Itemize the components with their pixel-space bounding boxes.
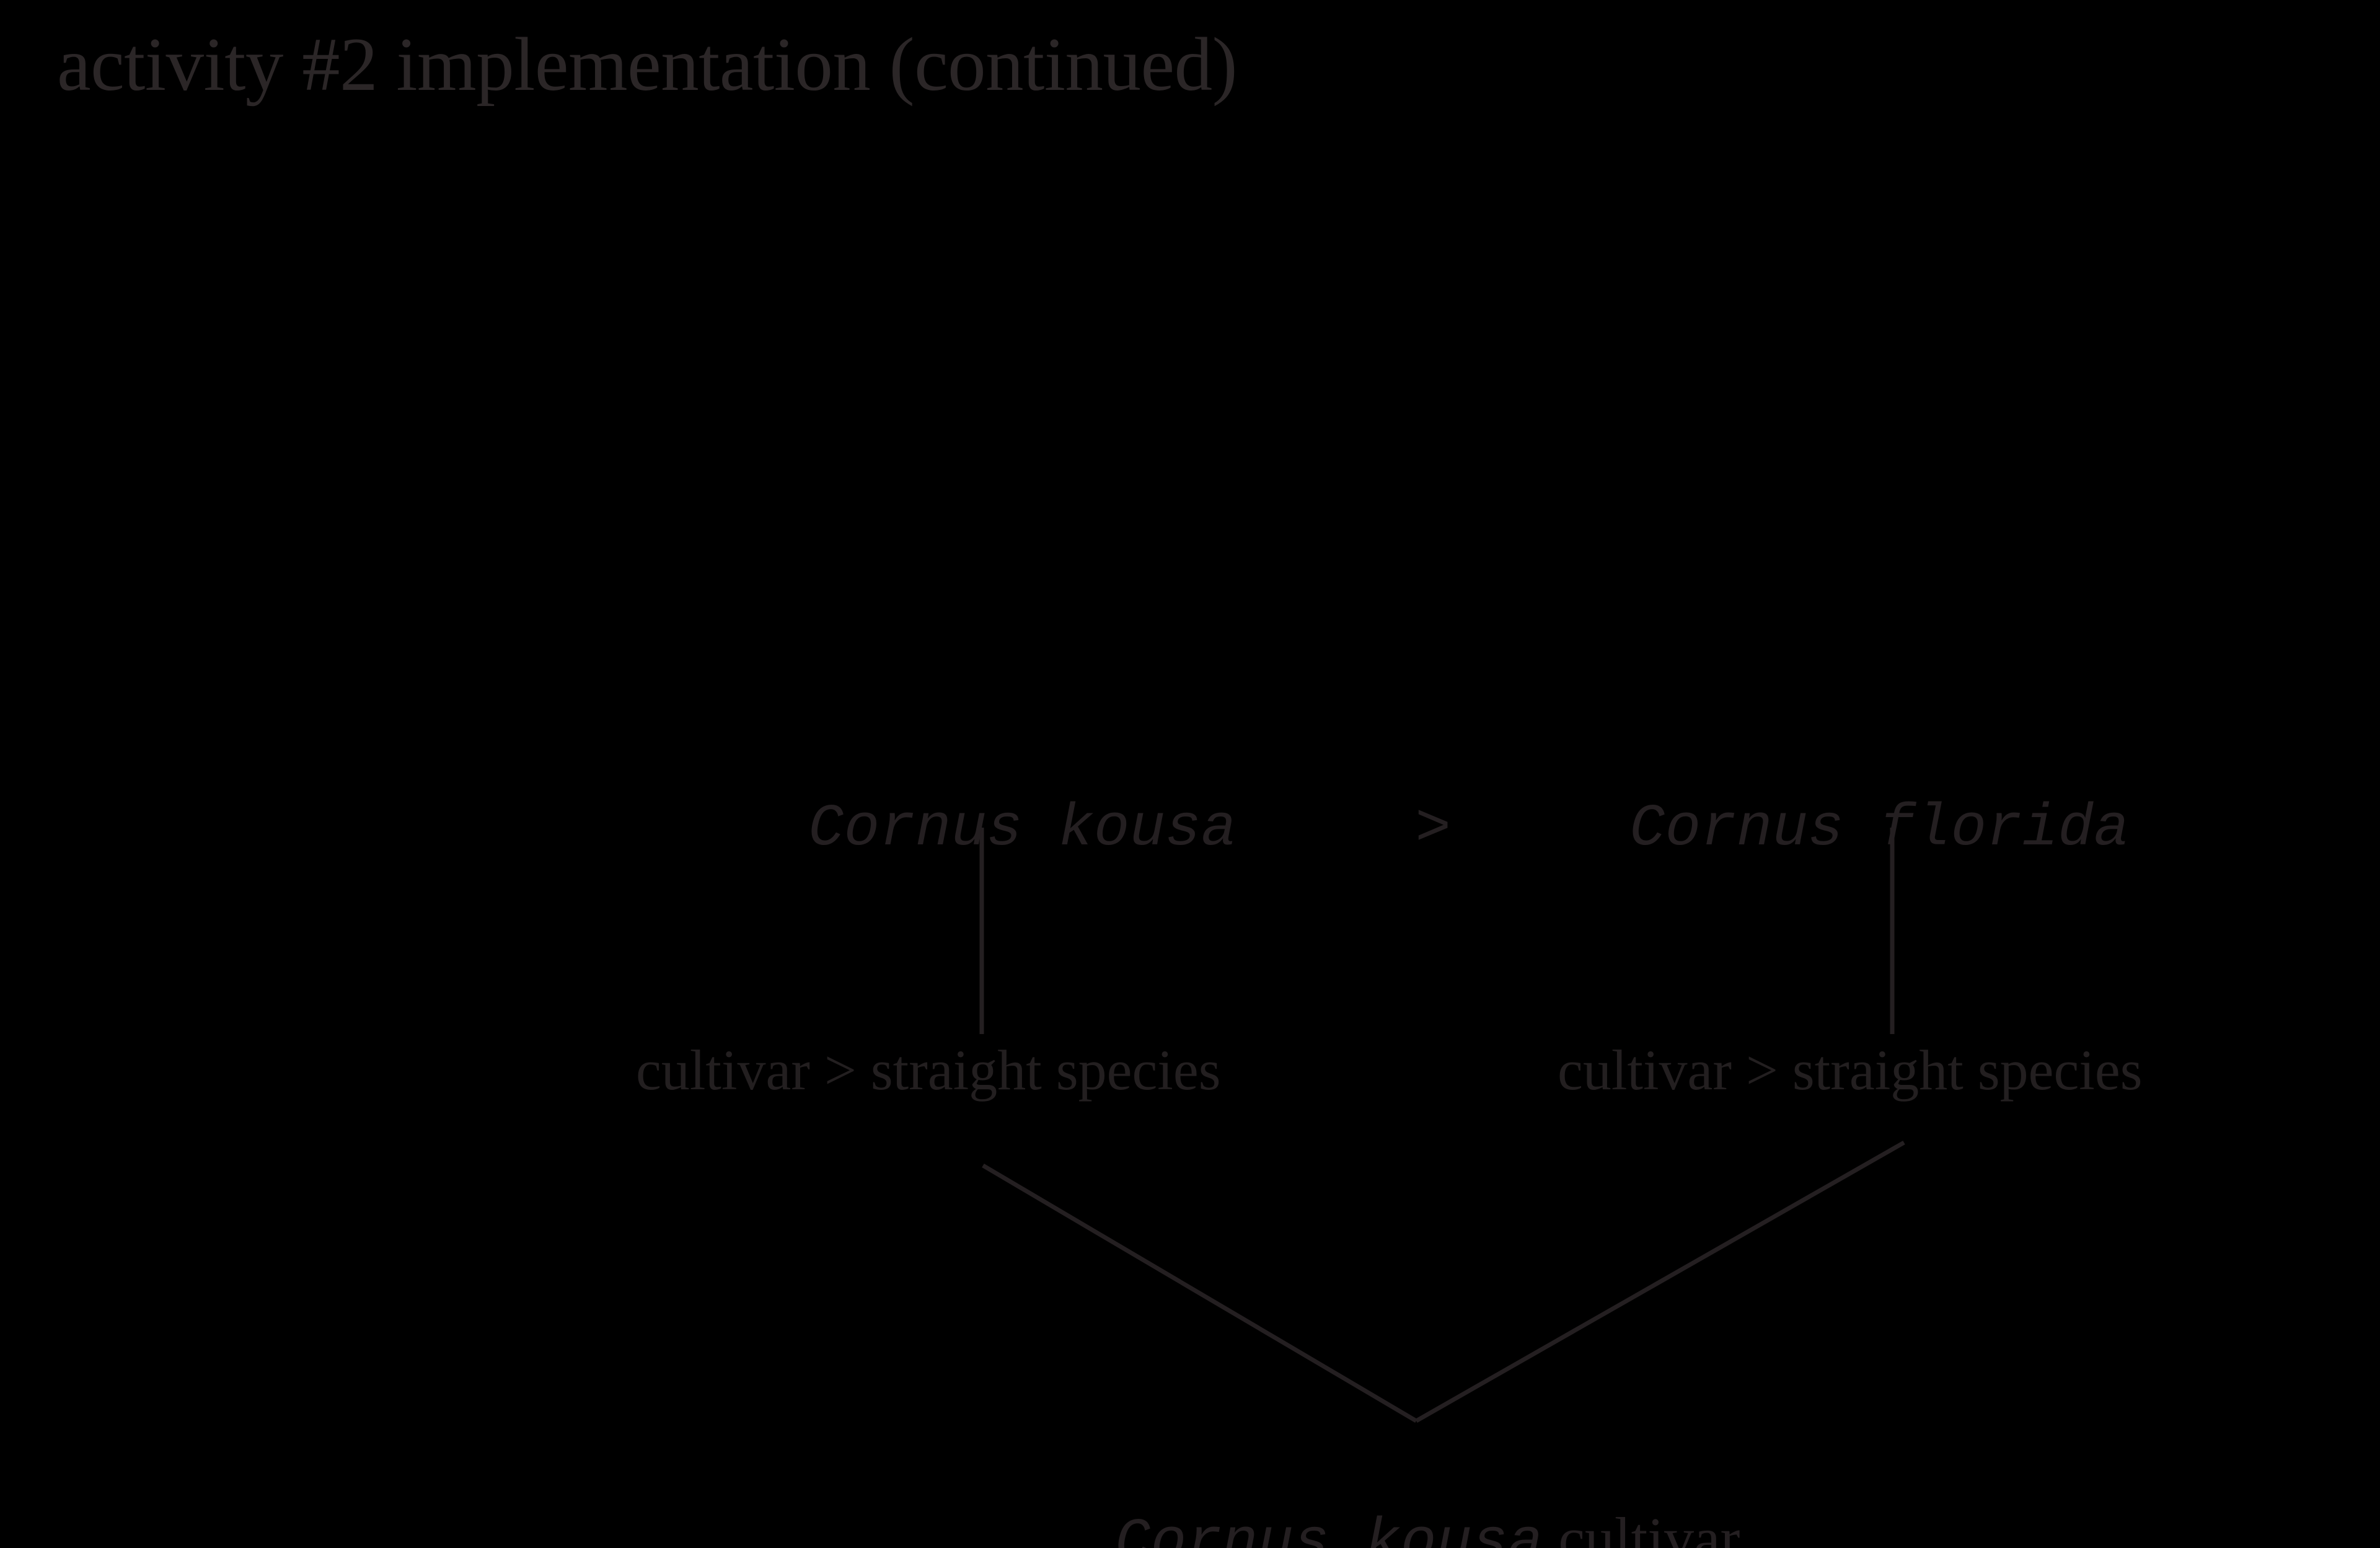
species-separator-space-2 [1451,795,1629,862]
result-suffix-label: cultivar [1543,1505,1740,1548]
result-species-label: Cornus kousa [1115,1509,1544,1548]
right-cultivar-rule-label: cultivar > straight species [1558,1038,2143,1102]
result-node: Cornus kousa cultivar [1026,1449,1740,1548]
left-diagonal-connector [982,1163,1417,1423]
right-species-label: Cornus florida [1629,795,2130,862]
species-separator-space [1236,795,1415,862]
left-cultivar-rule-label: cultivar > straight species [636,1038,1221,1102]
greater-than-icon: > [1415,795,1451,862]
right-diagonal-connector [1415,1140,1905,1423]
species-comparison-row: Cornus kousa > Cornus florida [719,735,2130,918]
page-title: activity #2 implementation (continued) [57,22,1238,107]
left-species-label: Cornus kousa [808,795,1237,862]
